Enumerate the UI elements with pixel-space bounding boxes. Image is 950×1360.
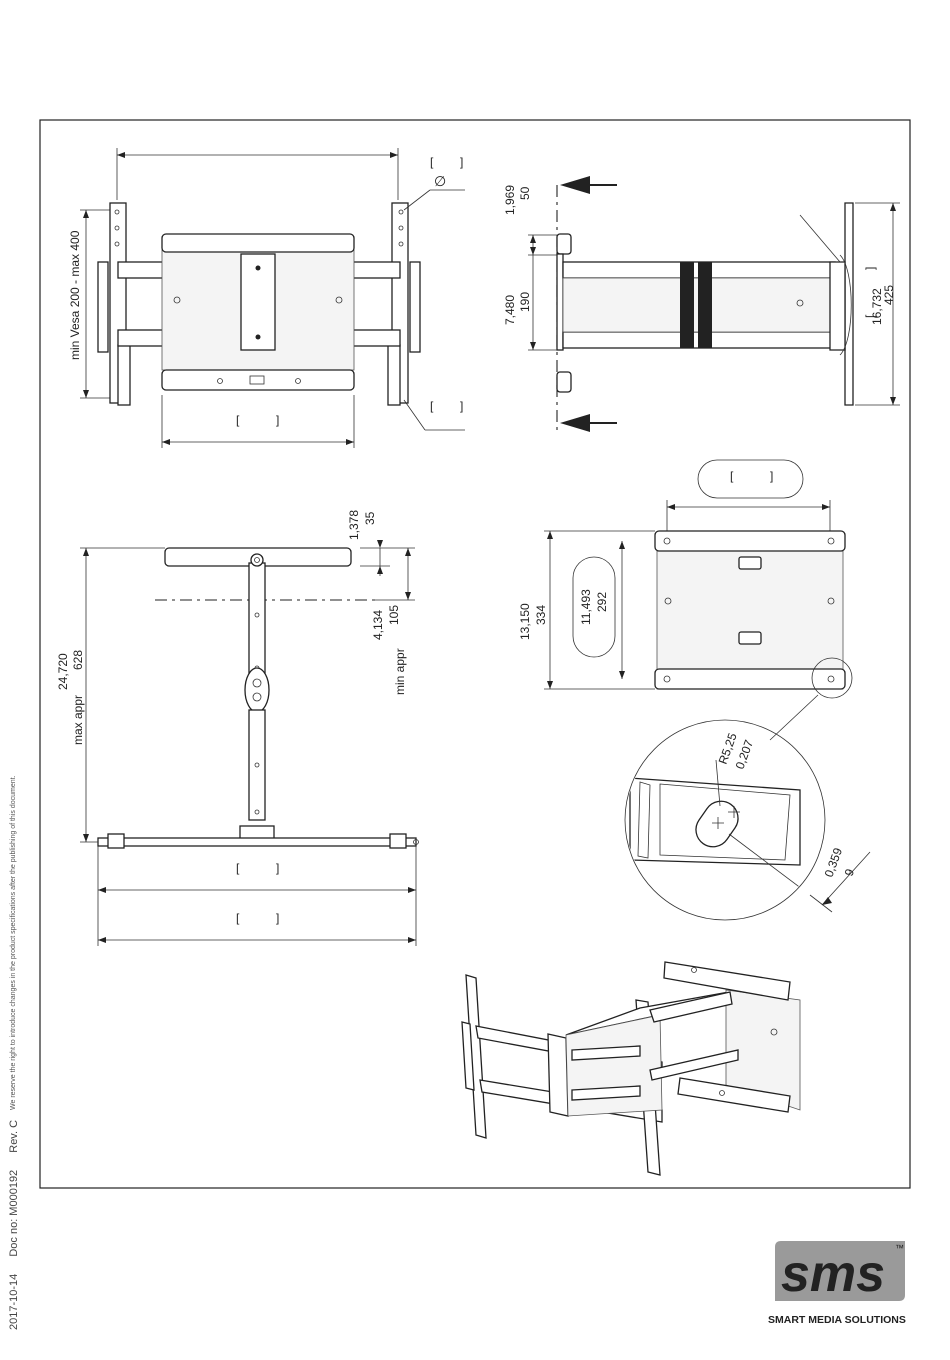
detail-view: 0,207 R5,25 0,359 9 [624, 719, 871, 921]
svg-text:2017-10-14 Doc no: M0001: 2017-10-14 Doc no: M000192 Rev. C [8, 1120, 20, 1330]
plate-bracket-open: [ [730, 469, 734, 483]
dim-plate-in: 1,378 [347, 510, 361, 540]
doc-date: 2017-10-14 [8, 1274, 20, 1330]
slot-mm: 9 [842, 867, 858, 878]
isometric-view [461, 961, 801, 1176]
width-bracket-close: ] [276, 861, 279, 875]
dim-max-in: 24,720 [56, 653, 70, 690]
dim-min-mm: 105 [387, 605, 401, 625]
dim-top-in: 1,969 [503, 185, 517, 215]
min-label: min appr [393, 648, 407, 695]
document-meta: 2017-10-14 Doc no: M000192 Rev. C We res… [8, 775, 20, 1330]
dim-outer-mm: 334 [534, 605, 548, 625]
logo-tagline: SMART MEDIA SOLUTIONS [768, 1314, 906, 1326]
callout-bracket-open: [ [430, 399, 434, 413]
bracket-close: ] [276, 413, 279, 427]
dim-max-mm: 628 [71, 650, 85, 670]
wall-plate-view: [ ] 13,150 334 11,493 292 [518, 459, 853, 741]
width-bracket-open: [ [236, 861, 240, 875]
top-view: 1,378 35 4,134 105 min appr 24,720 628 m… [56, 510, 419, 946]
wall-arrow-bottom-icon [560, 414, 590, 432]
vesa-label: min Vesa 200 - max 400 [68, 230, 82, 360]
diameter-bracket-close: ] [460, 155, 463, 169]
doc-disclaimer: We reserve the right to introduce change… [10, 775, 17, 1110]
bracket-open: [ [236, 413, 240, 427]
svg-text:]: ] [863, 267, 877, 270]
svg-text:16,732: 16,732 [870, 288, 884, 325]
dim-inner-in: 11,493 [579, 589, 593, 625]
logo-trademark: ™ [895, 1243, 904, 1253]
side-view: 16,732 [ ] 425 1,969 50 7,480 190 [503, 176, 900, 432]
dim-top-mm: 50 [518, 186, 532, 200]
diameter-bracket-open: [ [430, 155, 434, 169]
wall-arrow-top-icon [560, 176, 590, 194]
doc-revision: Rev. C [8, 1120, 20, 1153]
dim-inner-mm: 292 [595, 592, 609, 612]
diameter-symbol: ∅ [434, 173, 446, 189]
sms-logo: sms ™ SMART MEDIA SOLUTIONS [765, 1235, 915, 1330]
logo-wordmark: sms [781, 1245, 885, 1303]
dim-min-in: 4,134 [371, 610, 385, 640]
doc-number: Doc no: M000192 [8, 1170, 20, 1257]
drawing-frame [39, 119, 911, 1189]
dim-plate-mm: 35 [363, 511, 377, 525]
dim-height-in: 16,732 [870, 288, 884, 325]
front-view: min Vesa 200 - max 400 [68, 148, 465, 448]
svg-text:[: [ [863, 314, 877, 318]
callout-bracket-close: ] [460, 399, 463, 413]
width2-bracket-close: ] [276, 911, 279, 925]
dim-outer-in: 13,150 [518, 603, 532, 640]
dim-height-mm: 425 [882, 285, 896, 305]
width2-bracket-open: [ [236, 911, 240, 925]
dim-mid-mm: 190 [518, 292, 532, 312]
plate-bracket-close: ] [770, 469, 773, 483]
max-label: max appr [71, 695, 85, 745]
dim-mid-in: 7,480 [503, 295, 517, 325]
